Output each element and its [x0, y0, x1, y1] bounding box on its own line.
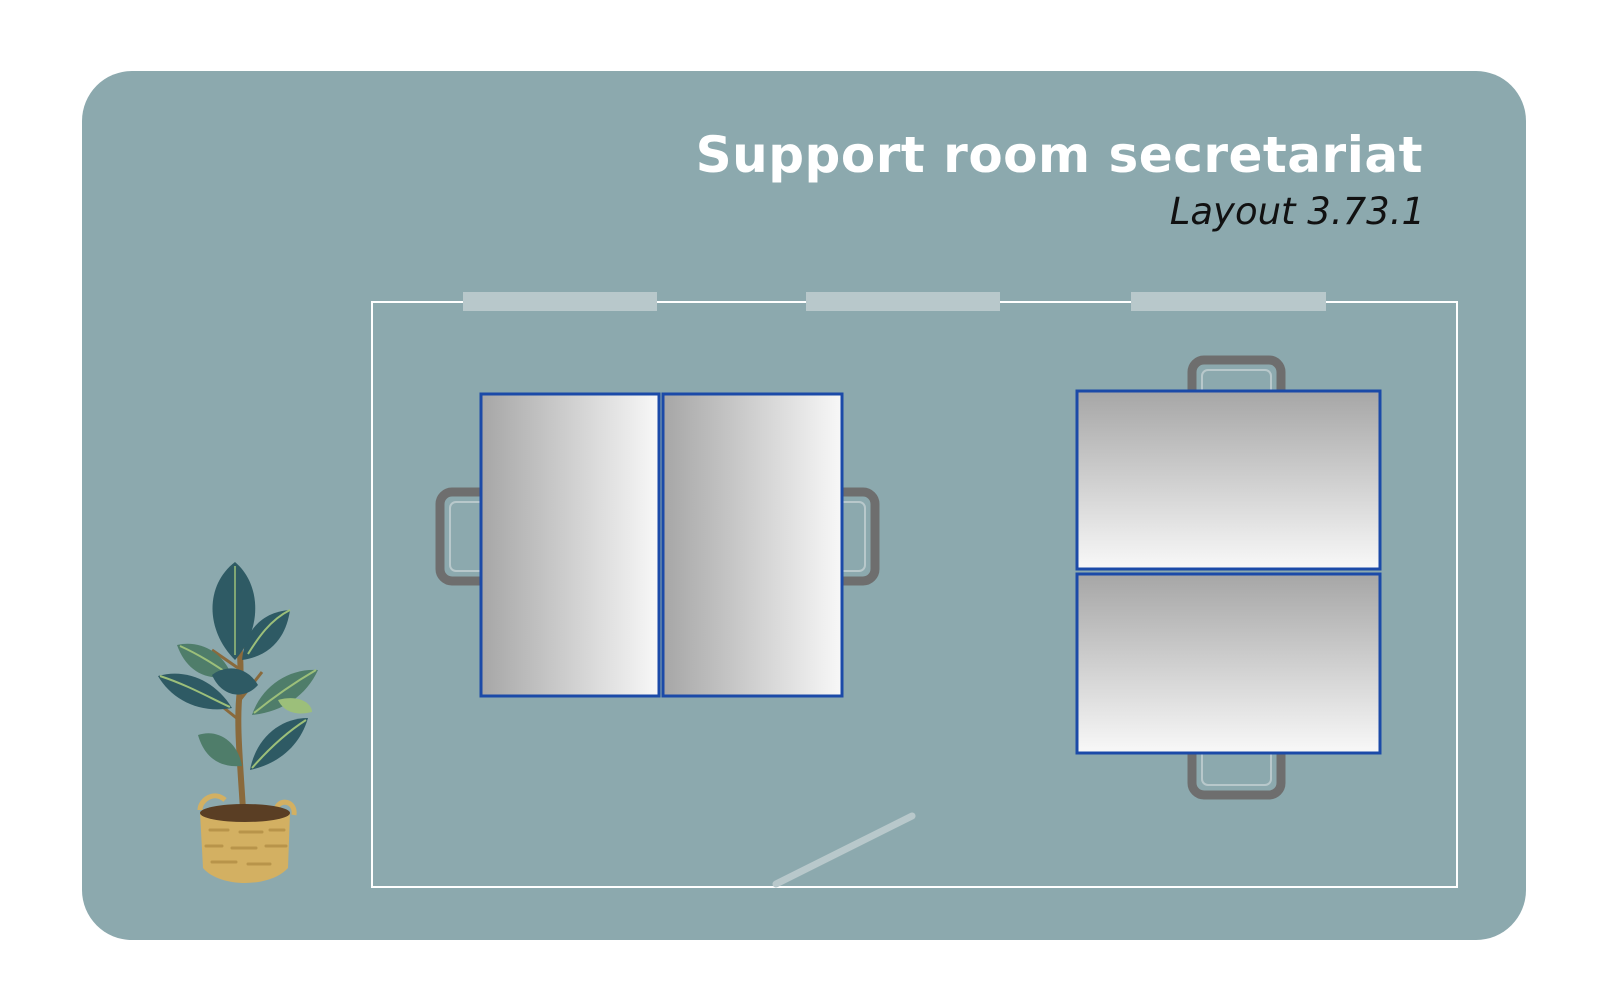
window-1 — [463, 292, 657, 311]
potted-plant-icon — [158, 562, 318, 883]
window-2 — [806, 292, 1000, 311]
door[interactable] — [772, 812, 916, 888]
desk-4[interactable] — [1075, 572, 1382, 755]
layout-subtitle: Layout 3.73.1 — [1169, 190, 1425, 233]
desk-2[interactable] — [661, 392, 844, 698]
desk-3[interactable] — [1075, 389, 1382, 571]
desk-1[interactable] — [479, 392, 661, 698]
page-title: Support room secretariat — [695, 126, 1423, 184]
window-3 — [1131, 292, 1326, 311]
